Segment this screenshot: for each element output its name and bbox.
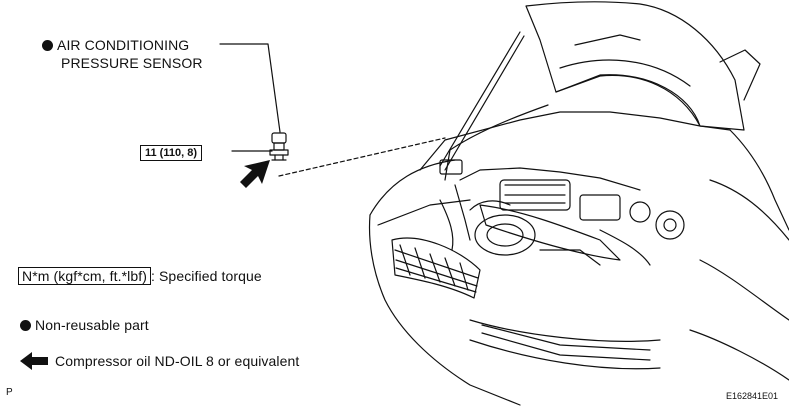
torque-value: 11 (110, 8): [140, 145, 202, 161]
front-grille: [391, 204, 661, 370]
legend-nonreusable-text: Non-reusable part: [35, 317, 149, 333]
legend-torque: N*m (kgf*cm, ft.*lbf): Specified torque: [18, 267, 262, 285]
legend-nonreusable: Non-reusable part: [20, 317, 149, 333]
vehicle-body: [368, 104, 789, 406]
pressure-sensor-part: [269, 132, 289, 161]
non-reusable-dot-icon: [42, 40, 53, 51]
sensor-leader-line: [219, 43, 281, 133]
legend-compressor-oil-text: Compressor oil ND-OIL 8 or equivalent: [55, 353, 300, 369]
legend-dot-icon: [20, 320, 31, 331]
engine-components: [439, 159, 685, 266]
legend-arrow-icon: [20, 352, 48, 370]
legend-torque-box: N*m (kgf*cm, ft.*lbf): [18, 267, 152, 285]
legend-torque-text: : Specified torque: [151, 268, 262, 284]
compressor-oil-arrow: [240, 160, 270, 188]
sensor-label: AIR CONDITIONING: [42, 37, 189, 53]
corner-letter: P: [6, 387, 13, 398]
sensor-label-line1: AIR CONDITIONING: [57, 37, 190, 53]
vehicle-hood: [439, 1, 761, 171]
sensor-label-line2: PRESSURE SENSOR: [61, 55, 203, 71]
torque-callout: 11 (110, 8): [140, 143, 202, 161]
dashed-callout-line: [278, 137, 446, 177]
figure-id: E162841E01: [726, 391, 779, 401]
